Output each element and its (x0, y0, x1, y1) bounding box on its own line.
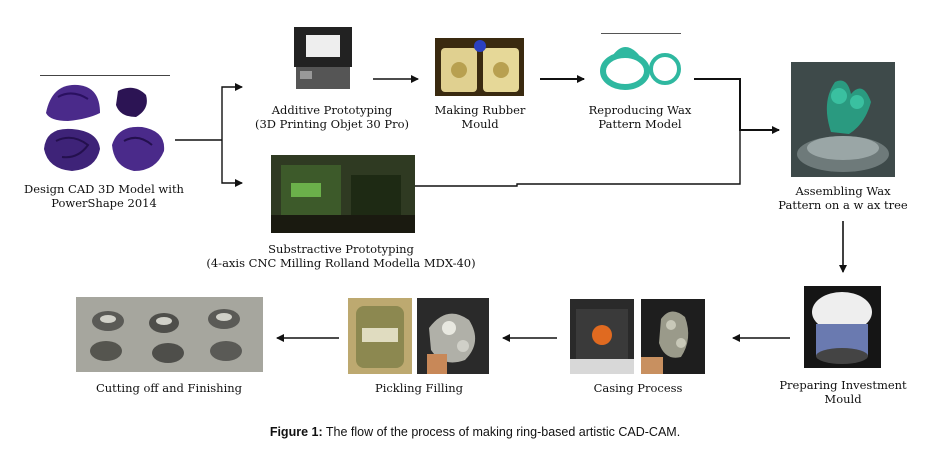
label-additive-line1: Additive Prototyping (271, 103, 393, 117)
caption-label: Figure 1: (269, 425, 323, 439)
label-casing-line1: Casing Process (593, 381, 683, 395)
label-investment: Preparing Investment Mould (773, 378, 913, 406)
investment-mould-image (804, 286, 881, 368)
arrow-to-subtractive (221, 140, 243, 187)
arrow-subtractive-assemble (415, 130, 741, 187)
pickling-parts-image (417, 298, 489, 374)
3d-printer-image (292, 25, 354, 91)
cnc-milling-image (271, 155, 415, 233)
label-casing: Casing Process (578, 381, 698, 395)
label-pickling: Pickling Filling (359, 381, 479, 395)
label-cutting: Cutting off and Finishing (84, 381, 254, 395)
label-assemble-line2: Pattern on a w ax tree (778, 198, 908, 212)
label-additive: Additive Prototyping (3D Printing Objet … (232, 103, 432, 131)
label-design-line1: Design CAD 3D Model with (24, 182, 184, 196)
label-subtractive-line2: (4-axis CNC Milling Rolland Modella MDX-… (206, 256, 476, 270)
cad-model-image (38, 75, 175, 178)
label-wax-line1: Reproducing Wax (588, 103, 692, 117)
label-wax: Reproducing Wax Pattern Model (580, 103, 700, 131)
pickling-tank-image (348, 298, 412, 374)
label-wax-line2: Pattern Model (598, 117, 682, 131)
label-pickling-line1: Pickling Filling (374, 381, 464, 395)
label-investment-line2: Mould (824, 392, 862, 406)
label-investment-line1: Preparing Investment (779, 378, 907, 392)
wax-tree-image (791, 62, 895, 177)
casing-tree-image (641, 299, 705, 374)
rubber-mould-image (435, 38, 524, 96)
label-subtractive: Substractive Prototyping (4-axis CNC Mil… (186, 242, 496, 270)
wax-pattern-image (595, 33, 687, 95)
casing-furnace-image (570, 299, 634, 374)
label-rubber-line2: Mould (461, 117, 499, 131)
arrow-to-additive (221, 83, 243, 140)
label-cutting-line1: Cutting off and Finishing (95, 381, 243, 395)
label-additive-line2: (3D Printing Objet 30 Pro) (254, 117, 410, 131)
label-assemble: Assembling Wax Pattern on a w ax tree (773, 184, 913, 212)
label-rubber: Making Rubber Mould (420, 103, 540, 131)
caption-text: The flow of the process of making ring-b… (325, 425, 681, 439)
label-design: Design CAD 3D Model with PowerShape 2014 (14, 182, 194, 210)
finished-rings-image (76, 297, 263, 372)
arrow-wax-assemble (694, 78, 780, 134)
label-design-line2: PowerShape 2014 (51, 196, 157, 210)
label-rubber-line1: Making Rubber (434, 103, 526, 117)
figure-caption: Figure 1: The flow of the process of mak… (0, 425, 950, 439)
label-subtractive-line1: Substractive Prototyping (268, 242, 414, 256)
label-assemble-line1: Assembling Wax (795, 184, 891, 198)
